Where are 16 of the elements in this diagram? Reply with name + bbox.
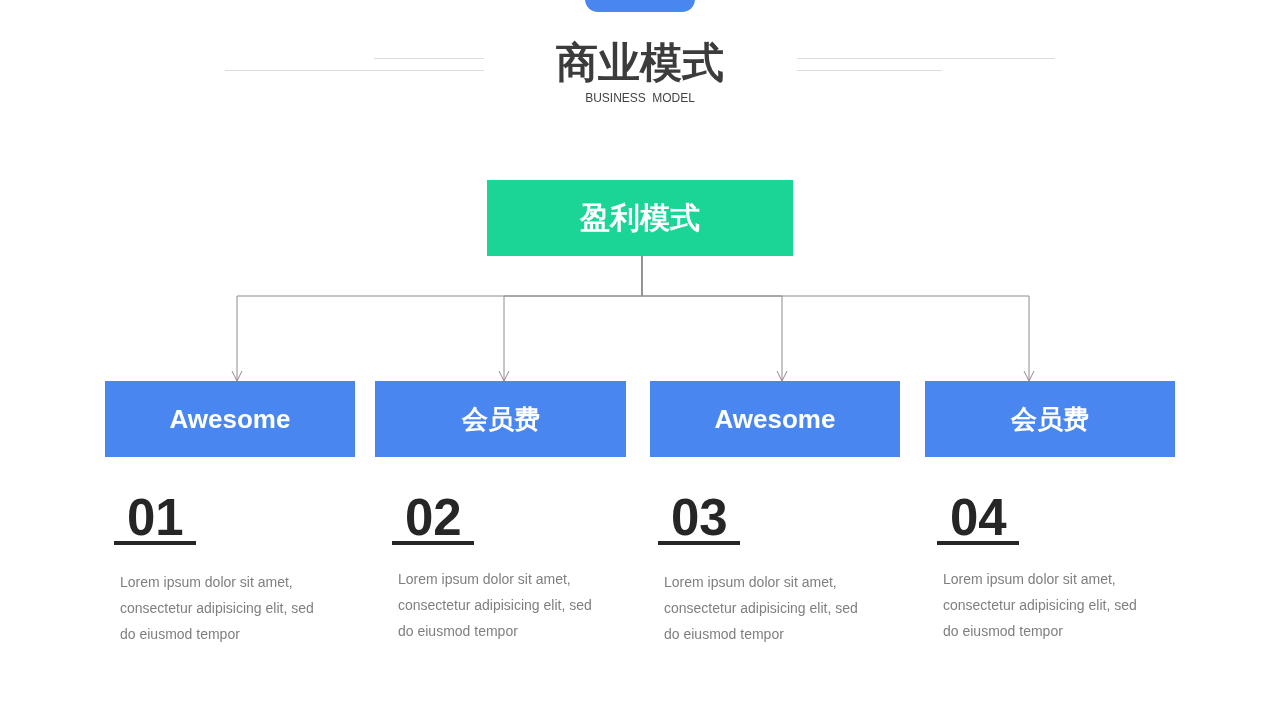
arrow	[641, 255, 1035, 382]
title: 商业模式	[555, 38, 725, 88]
category-box: 会员费	[375, 381, 626, 457]
description: Lorem ipsum dolor sit amet, consectetur adipisicing elit, sed do eiusmod tempor	[664, 573, 859, 644]
step-number: 04	[937, 495, 1019, 545]
step-number: 01	[114, 495, 196, 545]
description: Lorem ipsum dolor sit amet, consectetur adipisicing elit, sed do eiusmod tempor	[398, 570, 593, 641]
category-box: Awesome	[650, 381, 900, 457]
root-box: 盈利模式	[487, 180, 793, 256]
step-number: 03	[658, 495, 740, 545]
description: Lorem ipsum dolor sit amet, consectetur adipisicing elit, sed do eiusmod tempor	[943, 570, 1138, 641]
description: Lorem ipsum dolor sit amet, consectetur adipisicing elit, sed do eiusmod tempor	[120, 573, 315, 644]
subtitle: BUSINESS MODEL	[584, 90, 696, 106]
category-box: Awesome	[105, 381, 355, 457]
category-box: 会员费	[925, 381, 1175, 457]
step-number: 02	[392, 495, 474, 545]
